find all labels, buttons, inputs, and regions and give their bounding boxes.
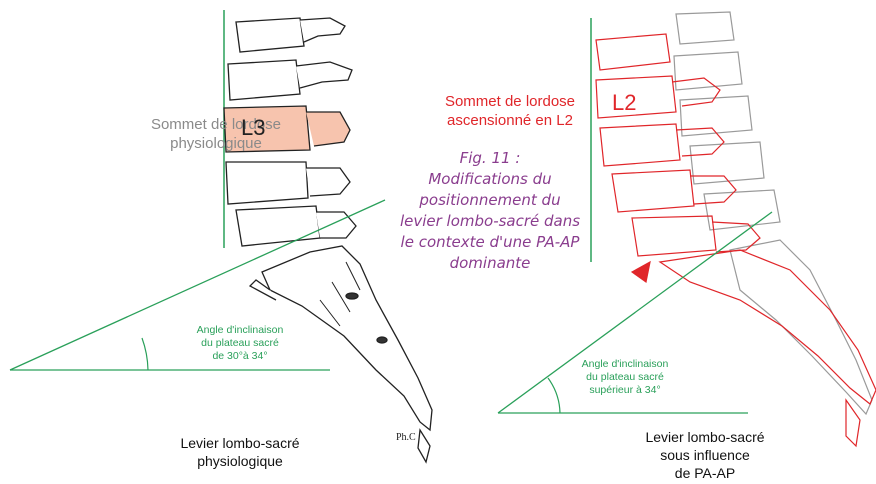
left-vertebra-4 — [226, 162, 350, 204]
left-caption: Levier lombo-sacré physiologique — [150, 434, 330, 470]
right-apex-label: Sommet de lordose ascensionné en L2 — [420, 92, 600, 130]
right-caption-line-1: Levier lombo-sacré — [620, 428, 790, 446]
right-apex-label-line-1: Sommet de lordose — [420, 92, 600, 111]
left-caption-line-2: physiologique — [150, 452, 330, 470]
right-apex-label-line-2: ascensionné en L2 — [420, 111, 600, 130]
figure-caption-line-6: dominante — [380, 253, 600, 274]
left-apex-label: Sommet de lordose physiologique — [136, 115, 296, 153]
left-angle-label-line-3: de 30°à 34° — [170, 350, 310, 363]
illustration-signature: Ph.C — [396, 432, 416, 443]
left-apex-label-line-2: physiologique — [136, 134, 296, 153]
left-vertebra-label: L3 — [241, 115, 265, 141]
right-angle-label-line-3: supérieur à 34° — [560, 384, 690, 397]
right-angle-label-line-1: Angle d'inclinaison — [560, 358, 690, 371]
left-caption-line-1: Levier lombo-sacré — [150, 434, 330, 452]
figure-caption-line-1: Fig. 11 : — [380, 148, 600, 169]
left-angle-label-line-2: du plateau sacré — [170, 337, 310, 350]
left-spine — [10, 10, 432, 462]
figure-caption: Fig. 11 : Modifications du positionnemen… — [380, 148, 600, 274]
right-caption-line-2: sous influence — [620, 446, 790, 464]
figure-caption-line-4: levier lombo-sacré dans — [380, 211, 600, 232]
right-grey-spine — [674, 12, 872, 414]
right-rotation-arrow — [632, 262, 650, 282]
right-vertebra-top — [596, 34, 670, 70]
left-apex-label-line-1: Sommet de lordose — [136, 115, 296, 134]
right-angle-arc — [548, 378, 560, 413]
right-caption: Levier lombo-sacré sous influence de PA-… — [620, 428, 790, 482]
right-caption-line-3: de PA-AP — [620, 464, 790, 482]
right-vertebra-label: L2 — [612, 90, 636, 116]
left-angle-label-line-1: Angle d'inclinaison — [170, 324, 310, 337]
left-angle-arc — [142, 338, 148, 370]
left-vertebra-2 — [228, 60, 352, 100]
left-angle-label: Angle d'inclinaison du plateau sacré de … — [170, 324, 310, 363]
right-angle-label: Angle d'inclinaison du plateau sacré sup… — [560, 358, 690, 397]
figure-caption-line-2: Modifications du — [380, 169, 600, 190]
left-vertebra-1 — [236, 18, 345, 52]
figure-caption-line-3: positionnement du — [380, 190, 600, 211]
right-angle-label-line-2: du plateau sacré — [560, 371, 690, 384]
figure-caption-line-5: le contexte d'une PA-AP — [380, 232, 600, 253]
